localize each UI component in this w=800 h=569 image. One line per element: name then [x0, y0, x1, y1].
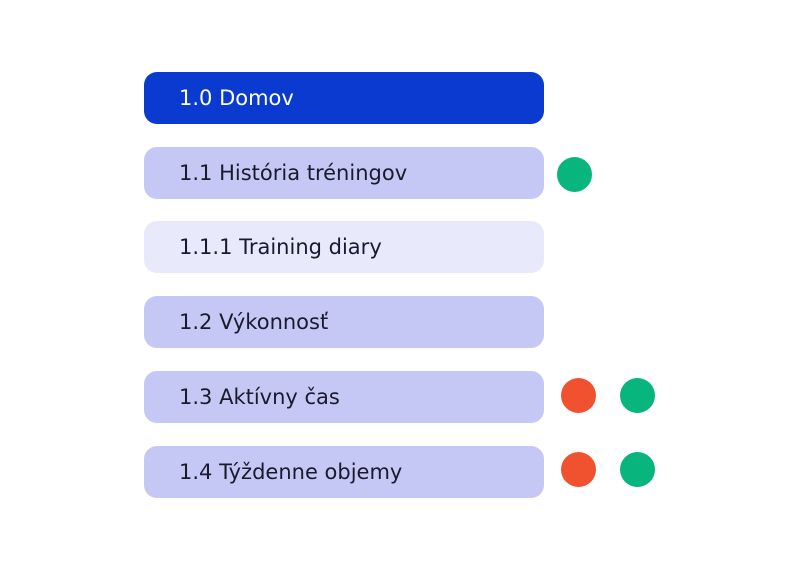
- menu-item-label: 1.2 Výkonnosť: [179, 310, 329, 334]
- menu-item-training-diary[interactable]: 1.1.1 Training diary: [144, 221, 544, 273]
- green-status-dot: [620, 378, 655, 413]
- menu-item-label: 1.1.1 Training diary: [179, 235, 382, 259]
- menu-item-aktivny-cas[interactable]: 1.3 Aktívny čas: [144, 371, 544, 423]
- menu-item-label: 1.3 Aktívny čas: [179, 385, 340, 409]
- red-status-dot: [561, 378, 596, 413]
- red-status-dot: [561, 452, 596, 487]
- menu-item-vykonnost[interactable]: 1.2 Výkonnosť: [144, 296, 544, 348]
- menu-item-tyzdenne-objemy[interactable]: 1.4 Týždenne objemy: [144, 446, 544, 498]
- menu-item-label: 1.4 Týždenne objemy: [179, 460, 403, 484]
- green-status-dot: [557, 157, 592, 192]
- menu-item-label: 1.0 Domov: [179, 86, 294, 110]
- menu-item-domov[interactable]: 1.0 Domov: [144, 72, 544, 124]
- menu-item-label: 1.1 História tréningov: [179, 161, 408, 185]
- menu-item-historia-treningov[interactable]: 1.1 História tréningov: [144, 147, 544, 199]
- green-status-dot: [620, 452, 655, 487]
